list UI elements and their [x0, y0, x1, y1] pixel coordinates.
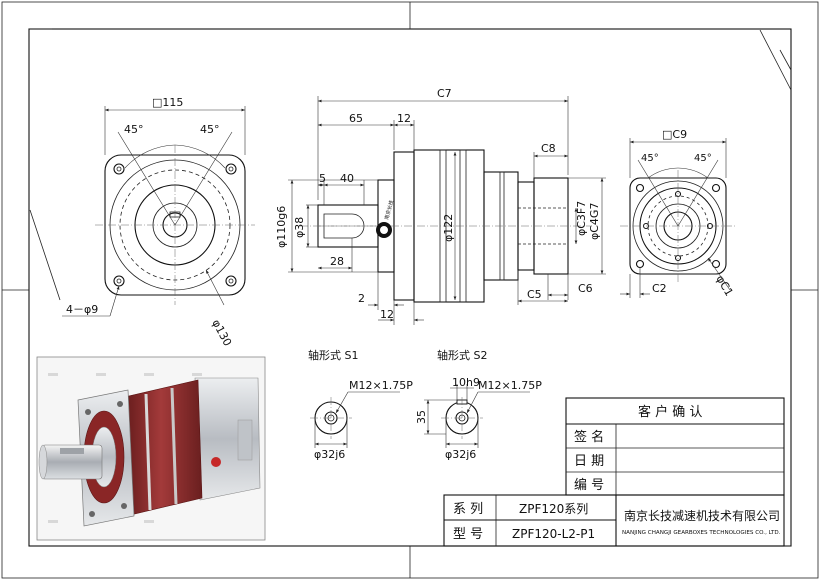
- customer-table-header: 客 户 确 认: [638, 404, 702, 420]
- shaft-s1-dia: φ32j6: [314, 448, 345, 461]
- title-model-label: 型 号: [453, 527, 483, 542]
- customer-row-number: 编 号: [574, 478, 604, 493]
- rear-angle-right: 45°: [694, 153, 712, 164]
- front-square-dim: □115: [152, 96, 183, 109]
- side-c8-dim: C8: [541, 142, 556, 155]
- shaft-s2-thread: M12×1.75P: [478, 379, 542, 392]
- side-122-dim: φ122: [442, 214, 455, 242]
- side-c6-dim: C6: [578, 282, 593, 295]
- front-angle-left: 45°: [124, 123, 144, 136]
- rear-angle-left: 45°: [641, 153, 659, 164]
- side-c5-dim: C5: [527, 288, 542, 301]
- side-overall-dim: C7: [437, 87, 452, 100]
- side-12-bottom-dim: 12: [380, 308, 394, 321]
- product-photo: [36, 356, 266, 541]
- side-28-dim: 28: [330, 255, 344, 268]
- shaft-s2-title: 轴形式 S2: [437, 348, 487, 362]
- shaft-s2-key: 10h9: [452, 376, 480, 389]
- rear-c1-dim: φC1: [713, 273, 735, 298]
- company-name-cn: 南京长技减速机技术有限公司: [624, 508, 780, 523]
- title-model-value: ZPF120-L2-P1: [512, 527, 595, 541]
- rear-square-dim: □C9: [662, 128, 687, 141]
- rear-c2-dim: C2: [652, 282, 667, 295]
- rear-view: [620, 138, 736, 298]
- front-holes-dim: 4－φ9: [66, 303, 98, 316]
- shaft-section-s2: [424, 384, 530, 448]
- front-angle-right: 45°: [200, 123, 220, 136]
- title-series-value: ZPF120系列: [519, 502, 588, 516]
- front-pcd-dim: φ130: [209, 317, 234, 348]
- company-name-en: NANJING CHANGJI GEARBOXES TECHNOLOGIES C…: [622, 530, 781, 536]
- title-series-label: 系 列: [453, 502, 483, 517]
- customer-row-sign: 签 名: [574, 429, 604, 445]
- front-view: [62, 106, 255, 317]
- customer-row-date: 日 期: [574, 454, 604, 469]
- side-40-dim: 40: [340, 172, 354, 185]
- side-logo-text: 南京长技: [383, 199, 395, 220]
- shaft-s1-title: 轴形式 S1: [308, 348, 358, 362]
- shaft-s2-dia: φ32j6: [445, 448, 476, 461]
- shaft-s2-height: 35: [415, 410, 428, 424]
- side-c4-dim: φC4G7: [588, 203, 601, 240]
- side-2-dim: 2: [358, 292, 365, 305]
- title-block: [443, 494, 785, 547]
- side-110-dim: φ110g6: [275, 206, 288, 248]
- side-5-dim: 5: [319, 172, 326, 185]
- side-c3-dim: φC3F7: [575, 201, 588, 236]
- shaft-section-s1: [310, 391, 400, 448]
- shaft-s1-thread: M12×1.75P: [349, 379, 413, 392]
- side-38-dim: φ38: [293, 217, 306, 238]
- side-65-dim: 65: [349, 112, 363, 125]
- side-12-top-dim: 12: [397, 112, 411, 125]
- side-view: [288, 96, 606, 325]
